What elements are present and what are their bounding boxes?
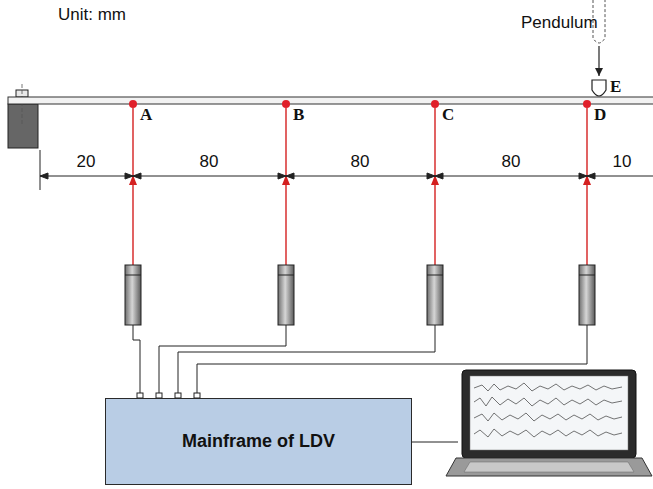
dimension-value: 20 bbox=[75, 153, 98, 172]
dimension-value: 10 bbox=[611, 153, 634, 172]
point-letter: A bbox=[140, 106, 152, 125]
dimension-value: 80 bbox=[198, 153, 221, 172]
point-letter: B bbox=[293, 106, 304, 125]
measure-points bbox=[129, 100, 591, 108]
cantilever-beam bbox=[8, 97, 653, 104]
part-name: Pendulum bbox=[521, 14, 598, 33]
point-letter: C bbox=[442, 106, 454, 125]
mainframe-box: Mainframe of LDV bbox=[105, 398, 412, 485]
point-letter: E bbox=[610, 78, 621, 97]
dimension-line bbox=[40, 150, 653, 190]
point-letter: D bbox=[594, 106, 606, 125]
ldv-sensor-heads bbox=[125, 265, 595, 325]
unit-note: Unit: mm bbox=[58, 6, 126, 25]
dimension-value: 80 bbox=[349, 153, 372, 172]
box-label: Mainframe of LDV bbox=[182, 431, 335, 452]
clamp bbox=[8, 84, 38, 148]
laser-beams bbox=[133, 108, 587, 265]
dimension-value: 80 bbox=[500, 153, 523, 172]
laptop bbox=[446, 370, 652, 476]
